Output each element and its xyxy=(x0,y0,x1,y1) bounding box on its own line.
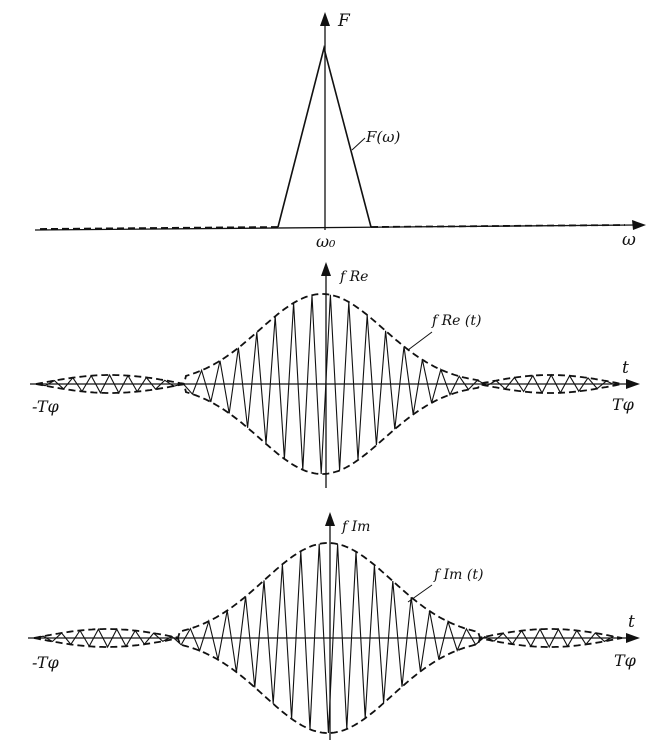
f-axis-arrow xyxy=(320,12,330,26)
imag-right-label: Tφ xyxy=(614,651,637,670)
spectrum-leader-line xyxy=(351,137,366,151)
real-t-axis-arrow xyxy=(626,379,640,389)
spectrum-triangle xyxy=(277,44,372,228)
real-envelope-lower xyxy=(35,383,623,475)
real-envelope-upper xyxy=(35,293,623,385)
imag-y-axis-arrow xyxy=(325,512,335,526)
omega-axis xyxy=(34,224,637,231)
real-right-label: Tφ xyxy=(612,395,635,414)
real-y-axis-arrow xyxy=(321,262,331,276)
omega-axis-arrow xyxy=(632,220,646,230)
imag-left-label: -Tφ xyxy=(32,653,60,672)
imag-part-panel: f Im f Im (t) t -Tφ Tφ xyxy=(28,512,640,740)
real-x-label: t xyxy=(622,358,629,378)
real-leader-line xyxy=(407,331,433,351)
imag-curve-label: f Im (t) xyxy=(433,567,483,583)
spectrum-x-label: ω xyxy=(622,230,636,250)
real-left-label: -Tφ xyxy=(32,397,60,416)
real-y-label: f Re xyxy=(339,269,368,285)
real-part-panel: f Re f Re (t) t -Tφ Tφ xyxy=(30,262,640,488)
spectrum-curve-label: F(ω) xyxy=(365,128,400,146)
spectrum-panel: F F(ω) ω₀ ω xyxy=(34,11,646,251)
imag-envelope-lower xyxy=(33,637,623,734)
spectrum-center-label: ω₀ xyxy=(316,232,336,251)
spectrum-baseline-dashes xyxy=(39,224,626,230)
imag-t-axis-arrow xyxy=(626,633,640,643)
imag-envelope-upper xyxy=(33,542,623,639)
real-curve-label: f Re (t) xyxy=(431,313,481,329)
imag-y-label: f Im xyxy=(341,519,370,535)
imag-leader-line xyxy=(407,584,433,603)
imag-x-label: t xyxy=(628,612,635,632)
spectrum-y-label: F xyxy=(337,11,351,31)
